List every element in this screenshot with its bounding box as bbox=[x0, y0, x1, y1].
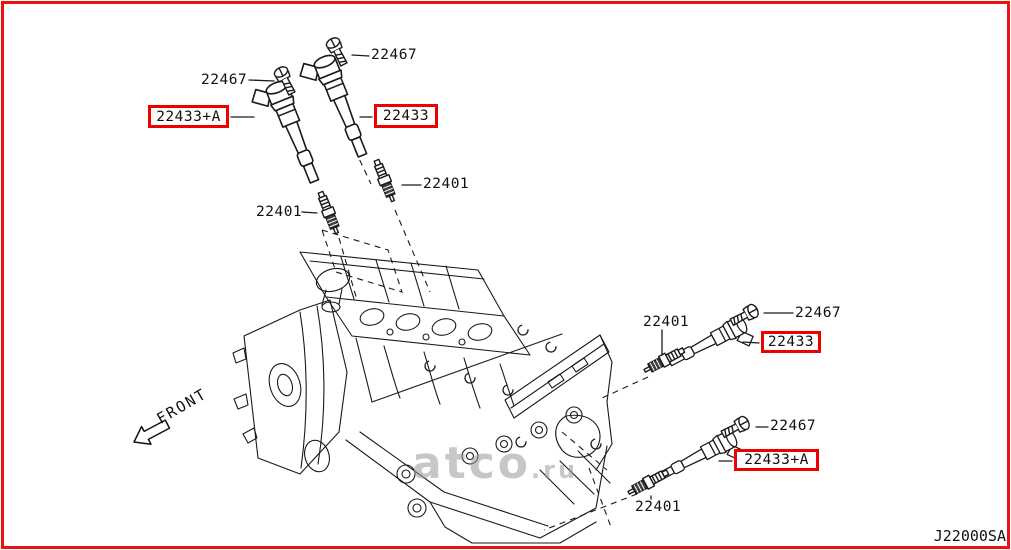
part-label-22401-top-left[interactable]: 22401 bbox=[256, 204, 303, 220]
part-label-22401-mid-right[interactable]: 22401 bbox=[643, 314, 690, 330]
spark-plug-icon bbox=[314, 189, 344, 237]
part-label-22467-top-left[interactable]: 22467 bbox=[201, 72, 248, 88]
part-label-22401-top-right[interactable]: 22401 bbox=[423, 176, 470, 192]
part-label-22467-bottom-right[interactable]: 22467 bbox=[770, 418, 817, 434]
front-arrow-icon bbox=[133, 419, 171, 445]
diagram-code: J22000SA bbox=[933, 527, 1006, 545]
dashed-guide-lines bbox=[321, 149, 649, 531]
watermark-suffix: .ru bbox=[531, 456, 579, 484]
part-label-22401-bottom-right[interactable]: 22401 bbox=[635, 499, 682, 515]
spark-plug-icon bbox=[625, 466, 672, 499]
ignition-coil-icon bbox=[654, 427, 747, 497]
ignition-coil-icon bbox=[295, 50, 375, 167]
part-label-22467-top-right[interactable]: 22467 bbox=[371, 47, 418, 63]
part-label-22433-top-right-highlighted[interactable]: 22433 bbox=[374, 104, 438, 128]
part-label-22433A-bottom-right-highlighted[interactable]: 22433+A bbox=[734, 449, 819, 471]
part-label-22433-mid-right-highlighted[interactable]: 22433 bbox=[761, 331, 821, 353]
spark-plug-icon bbox=[370, 157, 400, 205]
leader-lines bbox=[230, 54, 794, 500]
ignition-coil-icon bbox=[247, 76, 327, 193]
watermark-main: atco bbox=[412, 438, 532, 489]
engine-illustration bbox=[232, 251, 613, 544]
watermark: atco.ru bbox=[412, 438, 578, 489]
part-label-22467-mid-right[interactable]: 22467 bbox=[795, 305, 842, 321]
part-label-22433A-top-left-highlighted[interactable]: 22433+A bbox=[148, 105, 229, 128]
